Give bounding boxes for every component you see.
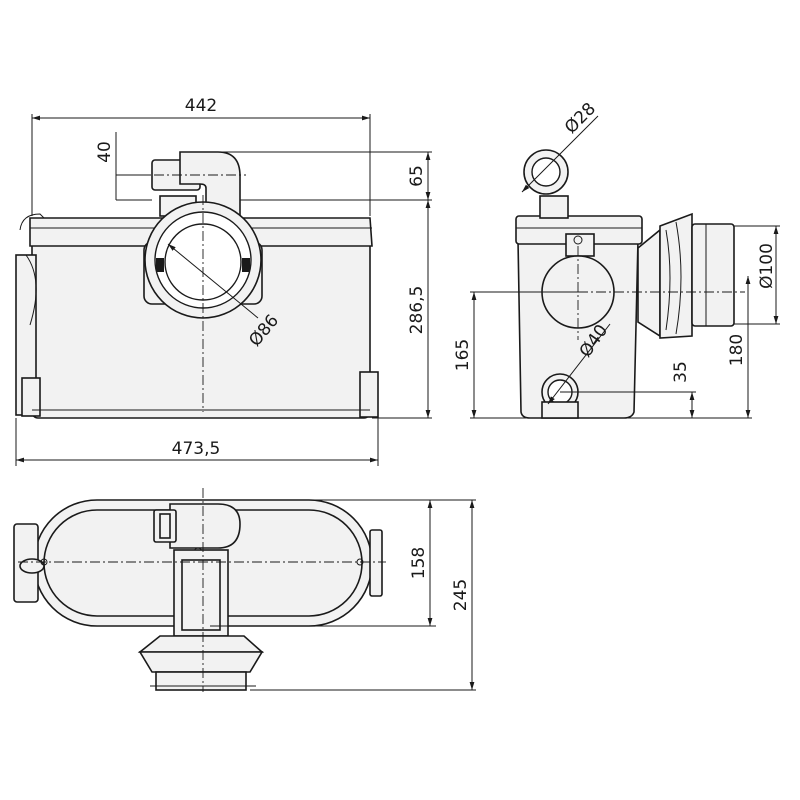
side-view: Ø28 Ø100 165 180 Ø40 35 (453, 99, 780, 419)
dim-side-center-height: 180 (727, 334, 747, 366)
dim-side-outlet-diameter: Ø28 (561, 99, 600, 138)
dim-side-aux-height: 35 (671, 361, 691, 383)
dim-front-width-top: 442 (185, 96, 217, 116)
top-bellows-connector (137, 635, 265, 691)
side-bellows-connector (637, 212, 735, 339)
top-elbow-outlet (153, 503, 241, 557)
top-view: 158 245 (13, 488, 476, 692)
dim-front-width-bottom: 473,5 (172, 439, 221, 459)
dim-front-outlet-height: 65 (407, 165, 427, 187)
dim-front-height: 286,5 (407, 286, 427, 335)
dim-side-inlet-height: 165 (453, 339, 473, 371)
front-view: 442 473,5 40 65 286,5 Ø86 (15, 96, 432, 466)
front-elbow-outlet (151, 151, 241, 217)
dim-top-body-depth: 158 (409, 547, 429, 579)
dim-side-inlet-diameter: Ø100 (757, 243, 777, 289)
dim-top-total-depth: 245 (451, 579, 471, 611)
dim-front-inlet-offset: 40 (95, 141, 115, 163)
